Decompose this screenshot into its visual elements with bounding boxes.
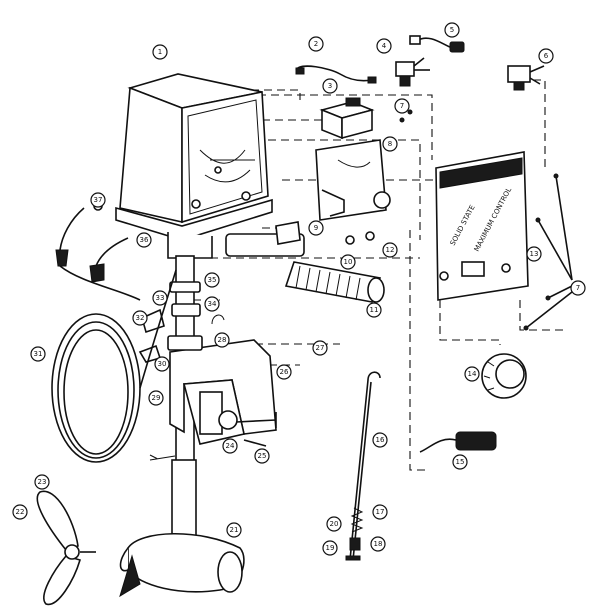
- steering-rod: [349, 371, 381, 561]
- callout-12: 12: [382, 242, 398, 258]
- callout-35-label: 35: [208, 276, 217, 284]
- callout-7-right: 7: [570, 280, 586, 296]
- callout-18: 18: [370, 536, 386, 552]
- callout-5: 5: [444, 22, 460, 38]
- callout-9: 9: [308, 220, 324, 236]
- callout-36: 36: [136, 232, 152, 248]
- callout-13: 13: [526, 246, 542, 262]
- callout-34-label: 34: [208, 300, 217, 308]
- callout-10: 10: [340, 254, 356, 270]
- callout-26: 26: [276, 364, 292, 380]
- callout-27: 27: [312, 340, 328, 356]
- callout-17: 17: [372, 504, 388, 520]
- callout-8: 8: [382, 136, 398, 152]
- callout-7-right-label: 7: [576, 284, 580, 292]
- callout-29-label: 29: [152, 394, 161, 402]
- callout-37: 37: [90, 192, 106, 208]
- callout-6: 6: [538, 48, 554, 64]
- callout-25: 25: [254, 448, 270, 464]
- callout-17-label: 17: [376, 508, 385, 516]
- mounting-bracket: [149, 314, 277, 461]
- toggle-switch-a: [395, 57, 430, 87]
- callout-24: 24: [222, 438, 238, 454]
- callout-25-label: 25: [258, 452, 267, 460]
- callout-23: 23: [34, 474, 50, 490]
- callout-21-label: 21: [230, 526, 239, 534]
- callout-21: 21: [226, 522, 242, 538]
- small-screws: [345, 109, 413, 245]
- callout-10-label: 10: [344, 258, 353, 266]
- callout-24-label: 24: [226, 442, 235, 450]
- callout-29: 29: [148, 390, 164, 406]
- switch-bracket: [315, 139, 391, 221]
- callout-34: 34: [204, 296, 220, 312]
- callout-31-label: 31: [34, 350, 43, 358]
- callout-30-label: 30: [158, 360, 167, 368]
- callout-15-label: 15: [456, 458, 465, 466]
- wire-harness: [295, 65, 377, 84]
- callout-18-label: 18: [374, 540, 383, 548]
- callout-33: 33: [152, 290, 168, 306]
- callout-2-label: 2: [314, 40, 318, 48]
- transformer: [319, 97, 375, 140]
- control-panel: SOLID STATE MAXIMUM CONTROL: [435, 151, 529, 301]
- callout-32-label: 32: [136, 314, 145, 322]
- coiled-power-cable: [51, 269, 177, 463]
- callout-16-label: 16: [376, 436, 385, 444]
- battery-clips: [55, 201, 151, 301]
- callout-7: 7: [394, 98, 410, 114]
- callout-14-knob: 14: [464, 366, 480, 382]
- callout-22: 22: [12, 504, 28, 520]
- callout-28: 28: [214, 332, 230, 348]
- callout-28-label: 28: [218, 336, 227, 344]
- panel-screws: [523, 173, 573, 331]
- remote-switch: [419, 431, 497, 453]
- toggle-switch-b: [507, 65, 545, 91]
- callout-4-label: 4: [382, 42, 387, 50]
- callout-8-label: 8: [388, 140, 392, 148]
- motor-head-housing: [115, 73, 273, 259]
- callout-31: 31: [30, 346, 46, 362]
- callout-22-label: 22: [16, 508, 25, 516]
- callout-3-label: 3: [328, 82, 332, 90]
- callout-23-label: 23: [38, 478, 47, 486]
- callouts: 1 2 3 4 5 6 7 7 8 9 10 11 12 13 14 15 16…: [12, 22, 586, 556]
- callout-30: 30: [154, 356, 170, 372]
- lower-unit: [119, 532, 245, 598]
- callout-19: 19: [322, 540, 338, 556]
- callout-2: 2: [308, 36, 324, 52]
- callout-19-label: 19: [326, 544, 335, 552]
- callout-20: 20: [326, 516, 342, 532]
- callout-32: 32: [132, 310, 148, 326]
- callout-4: 4: [376, 38, 392, 54]
- callout-11: 11: [366, 302, 382, 318]
- callout-11-label: 11: [370, 306, 379, 314]
- callout-9-label: 9: [314, 224, 318, 232]
- callout-3: 3: [322, 78, 338, 94]
- callout-33-label: 33: [156, 294, 165, 302]
- callout-13-label: 13: [530, 250, 539, 258]
- callout-12-label: 12: [386, 246, 395, 254]
- callout-1: 1: [152, 44, 168, 60]
- callout-26-label: 26: [280, 368, 289, 376]
- resistor-coil: [284, 261, 385, 303]
- propeller: [36, 490, 96, 606]
- callout-20-label: 20: [330, 520, 339, 528]
- callout-1-label: 1: [158, 48, 162, 56]
- callout-5-label: 5: [450, 26, 454, 34]
- callout-27-label: 27: [316, 344, 325, 352]
- callout-14-knob-label: 14: [468, 370, 477, 378]
- callout-37-label: 37: [94, 196, 103, 204]
- callout-6-label: 6: [544, 52, 549, 60]
- callout-35: 35: [204, 272, 220, 288]
- callout-16: 16: [372, 432, 388, 448]
- control-knob: [481, 353, 527, 399]
- callout-15: 15: [452, 454, 468, 470]
- callout-7-label: 7: [400, 102, 404, 110]
- tube-connector: [225, 221, 305, 257]
- springs-and-pins: [345, 507, 364, 561]
- callout-36-label: 36: [140, 236, 149, 244]
- plug: [409, 35, 465, 53]
